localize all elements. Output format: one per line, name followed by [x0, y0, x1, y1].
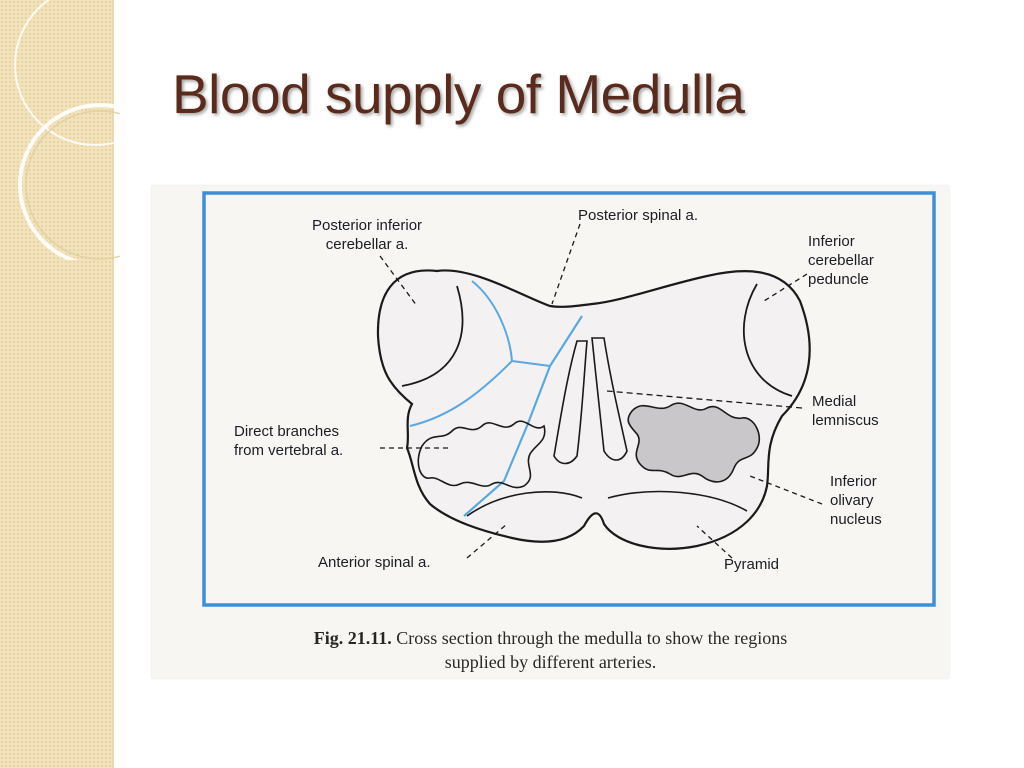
label-line: Posterior inferior — [312, 217, 423, 234]
right-pyramid-arc — [607, 490, 748, 512]
leader-posterior-spinal — [551, 223, 581, 305]
label-medial-lemniscus: Medial lemniscus — [812, 392, 879, 430]
label-posterior-inferior-cerebellar: Posterior inferior cerebellar a. — [312, 216, 422, 254]
label-direct-branches: Direct branches from vertebral a. — [234, 422, 343, 460]
label-inferior-olivary-nucleus: Inferior olivary nucleus — [830, 472, 882, 529]
right-peduncle-arc — [743, 283, 793, 397]
label-line: lemniscus — [812, 412, 879, 429]
leader-pica — [379, 255, 418, 307]
caption-text-line2: supplied by different arteries. — [444, 652, 657, 672]
pica-vertebral-boundary — [511, 360, 551, 367]
label-line: cerebellar a. — [325, 236, 409, 253]
caption-line-1: Fig. 21.11. Cross section through the me… — [152, 626, 949, 650]
side-band-edge — [112, 0, 114, 768]
leader-pyramid — [696, 525, 733, 559]
left-olivary-nucleus — [417, 420, 546, 489]
label-line: Inferior — [808, 233, 855, 250]
decorative-side-band — [0, 0, 112, 768]
decorative-rings — [14, 0, 120, 260]
label-inferior-cerebellar-peduncle: Inferior cerebellar peduncle — [808, 232, 874, 289]
slide-title: Blood supply of Medulla — [172, 63, 745, 125]
label-anterior-spinal: Anterior spinal a. — [318, 554, 431, 571]
leader-medial-lemniscus — [606, 390, 803, 409]
right-medial-lemniscus — [591, 337, 628, 461]
left-pyramid-arc — [466, 490, 583, 517]
label-line: Inferior — [830, 473, 877, 490]
label-line: Direct branches — [234, 423, 340, 440]
pica-territory-boundary — [409, 280, 514, 427]
right-olivary-nucleus — [627, 402, 761, 483]
caption-fig-number: Fig. 21.11. — [313, 628, 392, 648]
leader-inferior-olivary — [749, 475, 823, 505]
label-line: Medial — [812, 393, 857, 410]
figure-frame — [202, 191, 936, 607]
medulla-diagram — [202, 191, 936, 607]
label-line: nucleus — [830, 511, 882, 528]
caption-text-line1: Cross section through the medulla to sho… — [396, 628, 788, 648]
left-medial-lemniscus — [553, 340, 588, 465]
label-line: cerebellar — [808, 252, 874, 269]
label-line: olivary — [830, 492, 874, 509]
figure-caption: Fig. 21.11. Cross section through the me… — [152, 626, 949, 674]
medulla-cross-section-figure: Posterior inferior cerebellar a. Posteri… — [152, 186, 949, 678]
spinal-territory-boundary — [463, 315, 583, 517]
left-peduncle-arc — [401, 285, 464, 387]
label-line: peduncle — [808, 271, 869, 288]
medulla-outline — [376, 269, 811, 550]
label-posterior-spinal: Posterior spinal a. — [578, 207, 699, 224]
label-pyramid: Pyramid — [724, 556, 780, 573]
label-line: from vertebral a. — [234, 442, 344, 459]
